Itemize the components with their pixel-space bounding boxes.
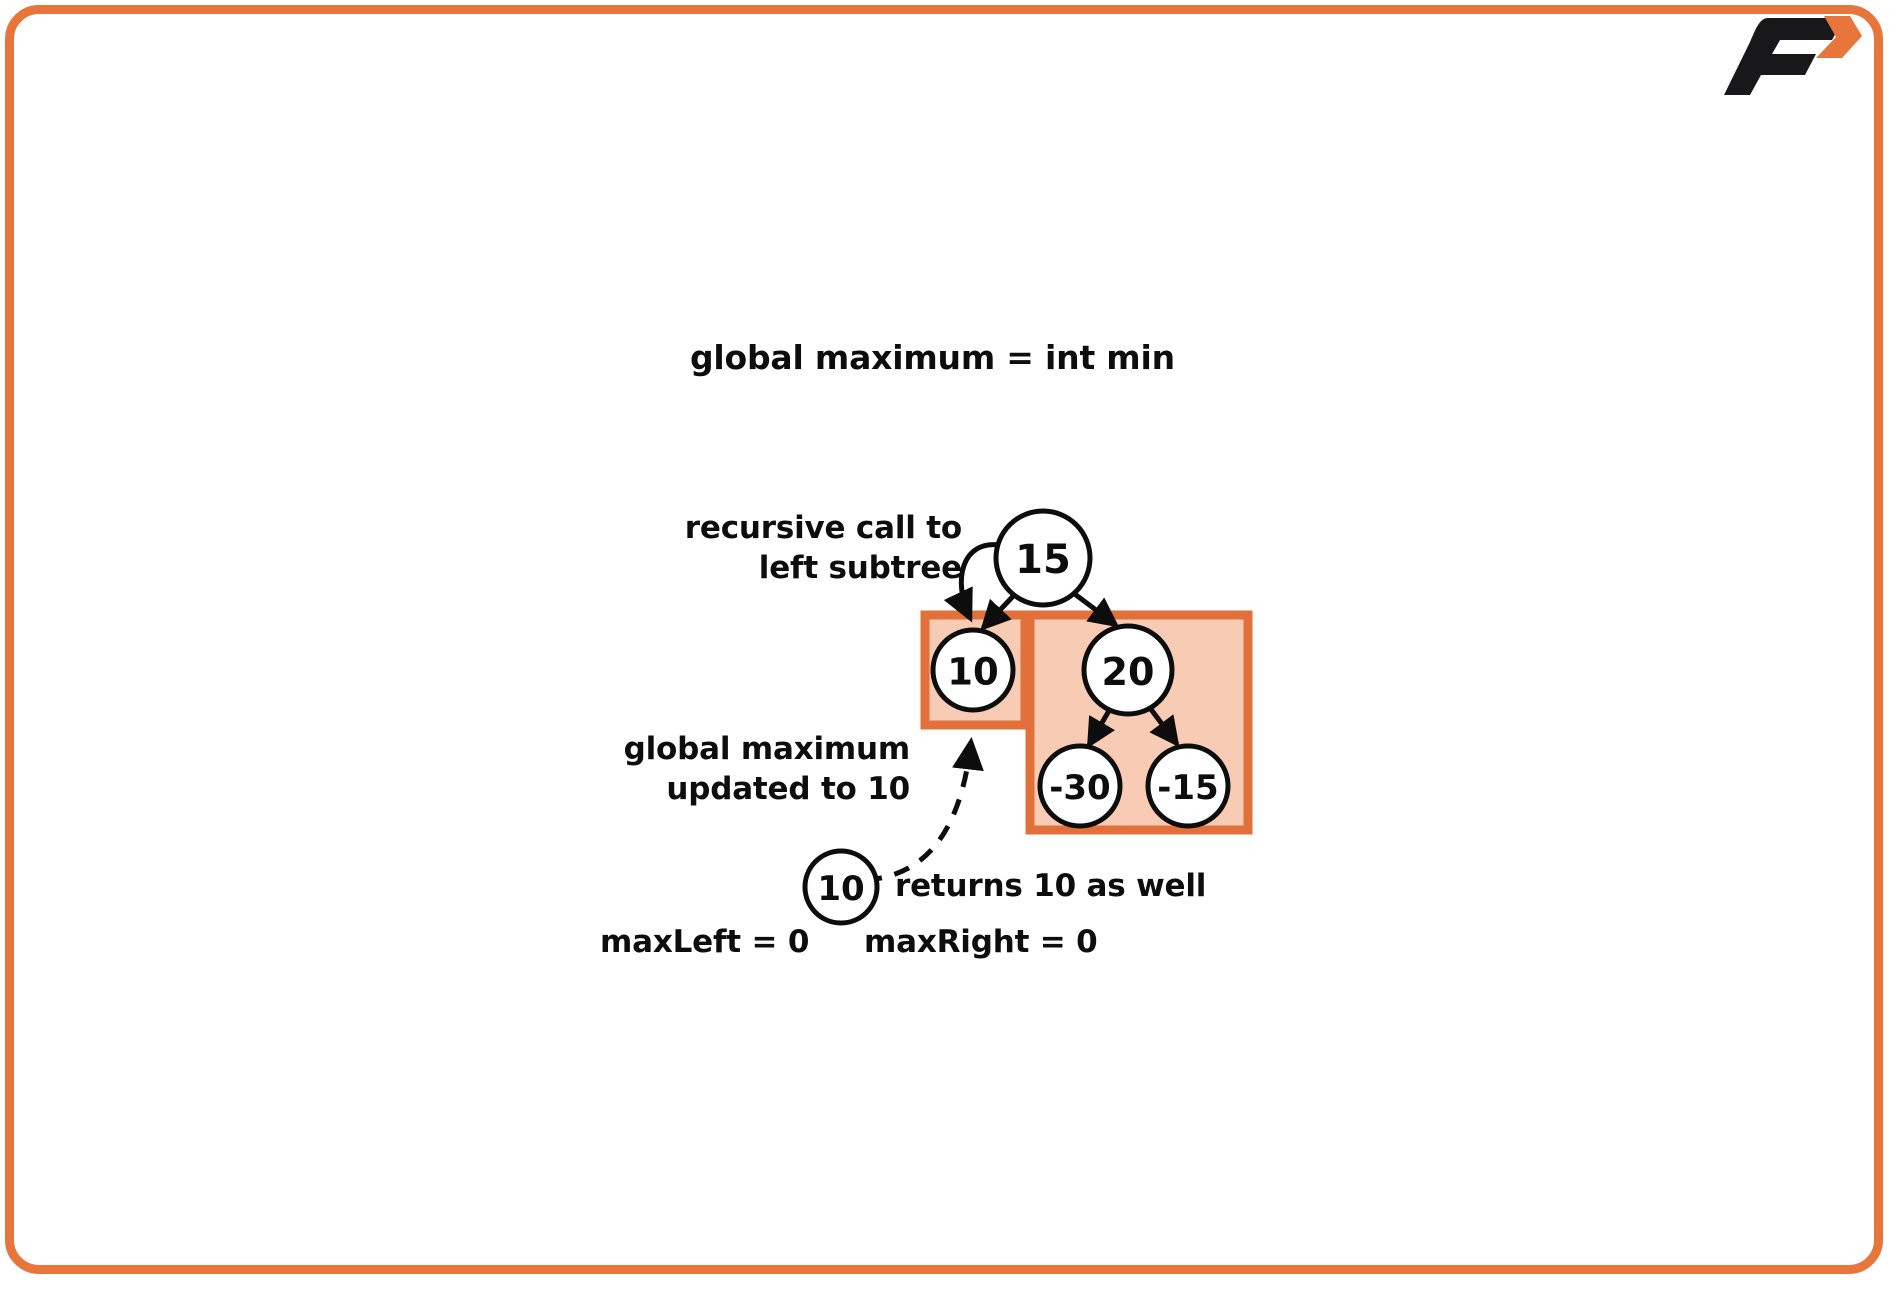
global-maximum-title: global maximum = int min <box>690 338 1175 377</box>
tree-node-minus15: -15 <box>1145 743 1231 829</box>
node-circle <box>1037 743 1123 829</box>
tree-node-20: 20 <box>1081 623 1175 717</box>
node-label-minus15: -15 <box>1157 768 1218 808</box>
logo-f-shape <box>1724 18 1844 95</box>
recursive-call-annotation: recursive call to left subtree <box>684 510 962 587</box>
tree-node-10: 10 <box>930 627 1016 713</box>
node-circle <box>1081 623 1175 717</box>
global-maximum-updated-annotation: global maximum updated to 10 <box>623 731 911 808</box>
edge-20-to-minus30 <box>1086 707 1116 749</box>
node-circle <box>1145 743 1231 829</box>
edge-15-to-20 <box>1070 590 1120 628</box>
node-label-15: 15 <box>1015 537 1071 583</box>
max-right-label: maxRight = 0 <box>864 924 1098 960</box>
tree-node-15: 15 <box>993 508 1093 608</box>
node-circle <box>930 627 1016 713</box>
node-circle <box>802 848 880 926</box>
node-label-20: 20 <box>1102 650 1155 694</box>
node-label-10: 10 <box>947 651 999 694</box>
edge-15-to-10 <box>980 589 1020 631</box>
recursive-call-arrow <box>943 542 1001 623</box>
max-left-label: maxLeft = 0 <box>600 924 810 960</box>
return-node-label: 10 <box>817 869 864 909</box>
node-circle <box>993 508 1093 608</box>
edge-20-to-minus15 <box>1148 706 1180 748</box>
f-arrow-logo <box>1724 16 1862 95</box>
node-label-minus30: -30 <box>1049 768 1110 808</box>
returns-annotation: returns 10 as well <box>895 868 1207 904</box>
return-node-10: 10 <box>802 848 880 926</box>
logo-arrow-shape <box>1816 16 1862 58</box>
return-value-dashed-arrow <box>865 737 984 883</box>
tree-node-minus30: -30 <box>1037 743 1123 829</box>
